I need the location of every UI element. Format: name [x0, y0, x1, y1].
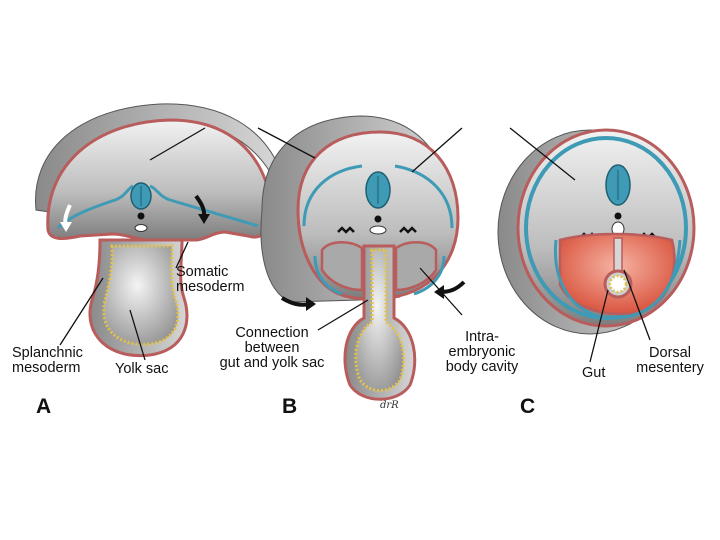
panel-a-embryo	[36, 104, 278, 356]
label-connection-line-2: between	[208, 341, 336, 356]
label-somatic-line-1: Somatic	[176, 265, 245, 280]
label-body-cavity-line-1: Intra-	[432, 330, 532, 345]
label-somatic-line-2: mesoderm	[176, 280, 245, 295]
panel-c-embryo	[498, 130, 694, 334]
label-connection-line-3: gut and yolk sac	[208, 356, 336, 371]
label-body-cavity-line-2: embryonic	[432, 345, 532, 360]
label-connection-line-1: Connection	[208, 326, 336, 341]
panel-label-b: B	[282, 395, 297, 419]
label-connection: Connection between gut and yolk sac	[208, 326, 336, 371]
panel-c-notochord	[615, 213, 622, 220]
label-splanchnic-line-2: mesoderm	[12, 361, 83, 376]
panel-c-dorsal-mesentery	[614, 238, 622, 274]
label-yolk-sac: Yolk sac	[115, 362, 168, 377]
panel-a-notochord	[138, 213, 145, 220]
panel-label-c: C	[520, 395, 535, 419]
panel-label-a: A	[36, 395, 51, 419]
label-body-cavity-line-3: body cavity	[432, 360, 532, 375]
artist-signature: drR	[380, 400, 399, 411]
label-splanchnic-mesoderm: Splanchnic mesoderm	[12, 346, 83, 376]
label-somatic-mesoderm: Somatic mesoderm	[176, 265, 245, 295]
label-gut: Gut	[582, 366, 605, 381]
label-dorsal-line-2: mesentery	[622, 361, 718, 376]
label-body-cavity: Intra- embryonic body cavity	[432, 330, 532, 375]
label-splanchnic-line-1: Splanchnic	[12, 346, 83, 361]
panel-b-notochord	[375, 216, 382, 223]
label-dorsal-mesentery: Dorsal mesentery	[622, 346, 718, 376]
label-dorsal-line-1: Dorsal	[622, 346, 718, 361]
